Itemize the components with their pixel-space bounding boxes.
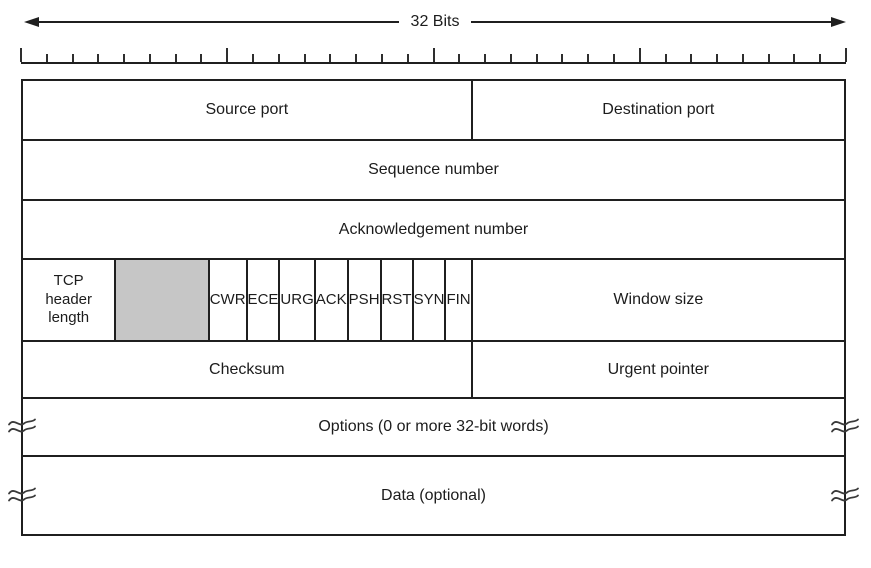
ruler-tick xyxy=(535,54,538,62)
field-data-label: Data (optional) xyxy=(381,486,486,504)
field-window-size: Window size xyxy=(471,259,845,341)
field-source-port-label: Source port xyxy=(205,101,289,118)
ruler-tick xyxy=(690,54,693,62)
break-mark-icon xyxy=(8,418,36,433)
ruler-tick xyxy=(819,54,822,62)
ruler-tick xyxy=(741,54,744,62)
field-urgent-pointer-label: Urgent pointer xyxy=(607,360,709,378)
field-options: Options (0 or more 32-bit words) xyxy=(8,398,859,456)
ruler-tick xyxy=(432,48,435,62)
field-tcp-header-length-label: TCP header length xyxy=(45,271,93,327)
ruler-tick xyxy=(484,54,487,62)
ruler-tick xyxy=(380,54,383,62)
ruler-tick xyxy=(174,54,177,62)
field-acknowledgement-number-label: Acknowledgement number xyxy=(338,220,529,238)
ruler-tick xyxy=(355,54,358,62)
ruler-tick xyxy=(329,54,332,62)
field-checksum-label: Checksum xyxy=(209,360,285,378)
field-data: Data (optional) xyxy=(8,456,859,535)
arrow-line-right xyxy=(471,20,832,23)
ruler-tick xyxy=(716,54,719,62)
ruler-tick xyxy=(97,54,100,62)
bit-ruler xyxy=(20,48,847,64)
field-destination-port-label: Destination port xyxy=(602,101,715,118)
ruler-tick xyxy=(845,48,847,62)
ruler-tick xyxy=(612,54,615,62)
ruler-tick xyxy=(148,54,151,62)
ruler-tick xyxy=(277,54,280,62)
ruler-tick xyxy=(303,54,306,62)
break-mark-icon xyxy=(831,487,859,501)
arrow-line-left xyxy=(39,20,399,23)
field-source-port: Source port xyxy=(22,80,472,140)
bits-span-arrow: 32 Bits xyxy=(24,12,847,30)
field-reserved xyxy=(115,259,209,341)
bits-label: 32 Bits xyxy=(410,12,460,30)
field-acknowledgement-number: Acknowledgement number xyxy=(22,200,845,259)
ruler-tick xyxy=(200,54,203,62)
field-checksum: Checksum xyxy=(22,341,472,398)
field-sequence-number: Sequence number xyxy=(22,140,845,200)
arrowhead-left-icon xyxy=(24,16,39,27)
ruler-tick xyxy=(561,54,564,62)
field-options-label: Options (0 or more 32-bit words) xyxy=(318,418,549,435)
ruler-tick xyxy=(509,54,512,62)
field-tcp-header-length: TCP header length xyxy=(22,259,116,341)
ruler-tick xyxy=(458,54,461,62)
ruler-tick xyxy=(767,54,770,62)
arrowhead-right-icon xyxy=(831,16,847,27)
ruler-tick xyxy=(45,54,48,62)
break-mark-icon xyxy=(8,487,36,501)
ruler-tick xyxy=(406,54,409,62)
field-sequence-number-label: Sequence number xyxy=(368,161,499,178)
ruler-tick xyxy=(123,54,126,62)
break-mark-icon xyxy=(831,418,859,433)
ruler-tick xyxy=(252,54,255,62)
ruler-tick xyxy=(664,54,667,62)
ruler-tick xyxy=(638,48,641,62)
ruler-tick xyxy=(71,54,74,62)
ruler-tick xyxy=(793,54,796,62)
field-urgent-pointer: Urgent pointer xyxy=(471,341,845,398)
ruler-tick xyxy=(20,48,22,62)
ruler-tick xyxy=(226,48,229,62)
field-destination-port: Destination port xyxy=(471,80,845,140)
ruler-tick xyxy=(587,54,590,62)
header-fields-grid: Source port Destination port Sequence nu… xyxy=(8,79,859,536)
field-window-size-label: Window size xyxy=(613,291,704,308)
